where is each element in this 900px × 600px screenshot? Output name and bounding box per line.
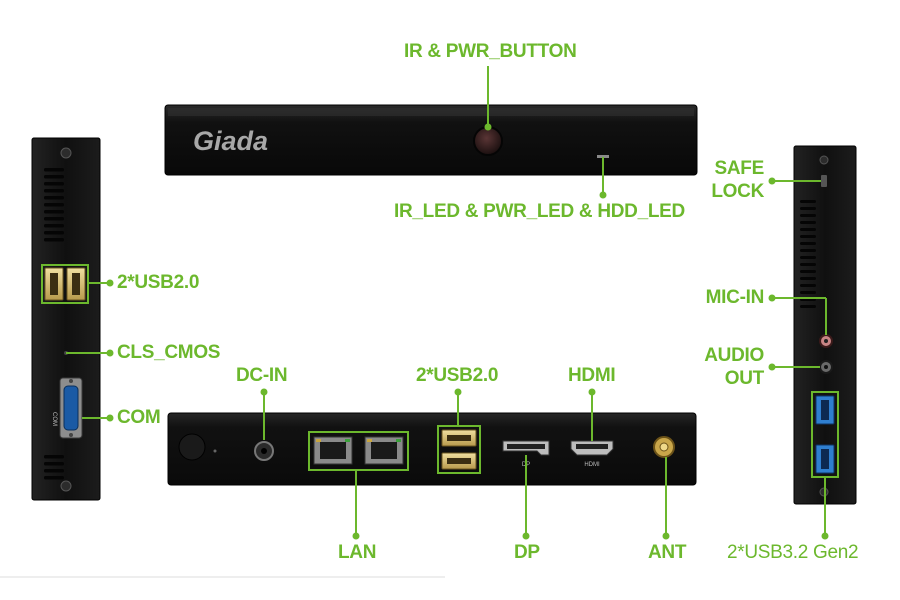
front-panel: Giada: [164, 104, 698, 176]
vent-slot: [44, 210, 64, 214]
vent-slot: [800, 277, 816, 280]
label-dp: DP: [514, 542, 540, 563]
vent-slot: [800, 249, 816, 252]
vent-slot: [44, 196, 64, 200]
vent-slot: [800, 207, 816, 210]
vent-slot: [800, 256, 816, 259]
left-side-panel: COM: [31, 137, 101, 501]
vent-slot: [800, 291, 816, 294]
rear-panel: DP HDMI: [167, 412, 697, 486]
power-button[interactable]: [473, 126, 503, 156]
lan-port[interactable]: [364, 436, 404, 465]
vent-slot: [800, 221, 816, 224]
vent-slot: [44, 231, 64, 235]
vent-slot: [44, 224, 64, 228]
vent-slot: [800, 235, 816, 238]
vent-slots: [44, 455, 64, 480]
leader-lines: [66, 66, 829, 540]
label-ir-pwr-button: IR & PWR_BUTTON: [404, 41, 577, 62]
vent-slot: [44, 217, 64, 221]
vent-slot: [44, 455, 64, 459]
label-usb2-rear: 2*USB2.0: [416, 365, 499, 386]
label-lan: LAN: [338, 542, 377, 563]
antenna-hole: [178, 433, 206, 461]
vent-slot: [44, 189, 64, 193]
screw-icon: [60, 480, 72, 492]
vent-slot: [800, 270, 816, 273]
label-leds: IR_LED & PWR_LED & HDD_LED: [394, 201, 685, 222]
label-safe-lock-line2: LOCK: [711, 181, 764, 202]
com-port[interactable]: [59, 377, 83, 439]
vent-slot: [800, 200, 816, 203]
vent-slot: [44, 182, 64, 186]
label-usb3: 2*USB3.2 Gen2: [727, 542, 859, 563]
safe-lock-slot[interactable]: [821, 175, 827, 187]
vent-slot: [44, 168, 64, 172]
label-audio-out-line2: OUT: [724, 368, 765, 389]
vent-slot: [44, 462, 64, 466]
screw-icon: [60, 147, 72, 159]
com-port-mark: COM: [51, 412, 57, 426]
vent-slot: [800, 214, 816, 217]
label-dc-in: DC-IN: [236, 365, 288, 386]
vent-slots: [44, 168, 64, 242]
led-indicator: [597, 155, 609, 158]
vent-slot: [800, 305, 816, 308]
label-hdmi: HDMI: [568, 365, 616, 386]
vent-slot: [44, 469, 64, 473]
lan-port[interactable]: [313, 436, 353, 465]
hdmi-port-mark: HDMI: [584, 462, 600, 468]
vent-slots: [800, 200, 816, 308]
brand-logo: Giada: [193, 126, 268, 156]
vent-slot: [800, 284, 816, 287]
vent-slot: [800, 263, 816, 266]
screw-icon: [819, 155, 829, 165]
vent-slot: [800, 242, 816, 245]
vent-slot: [44, 476, 64, 480]
label-com: COM: [117, 407, 161, 428]
label-mic-in: MIC-IN: [705, 287, 765, 308]
label-ant: ANT: [648, 542, 687, 563]
label-usb2-left: 2*USB2.0: [117, 272, 200, 293]
vent-slot: [44, 203, 64, 207]
vent-slot: [800, 228, 816, 231]
label-safe-lock-line1: SAFE: [714, 158, 765, 179]
vent-slot: [44, 238, 64, 242]
callout-box: [308, 431, 409, 471]
label-audio-out-line1: AUDIO: [704, 345, 764, 366]
label-cls-cmos: CLS_CMOS: [117, 342, 221, 363]
vent-slot: [44, 175, 64, 179]
